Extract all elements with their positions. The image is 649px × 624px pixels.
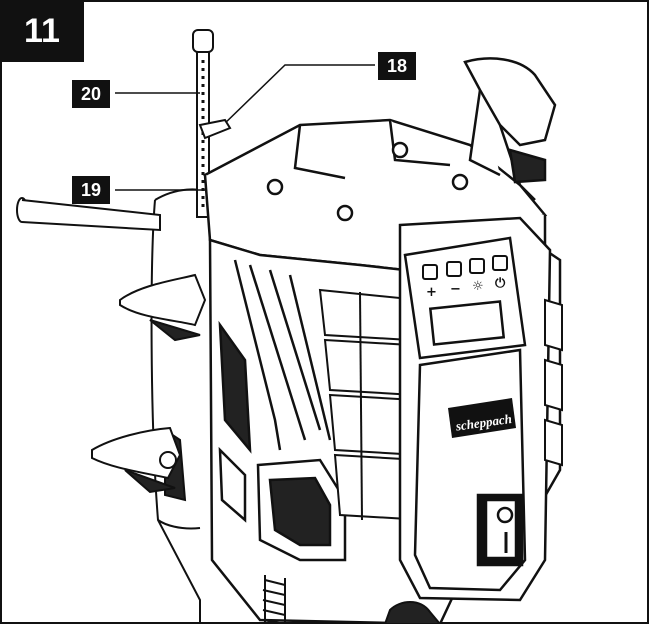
handle	[463, 57, 557, 201]
brand-badge: scheppach	[448, 398, 516, 438]
power-switch	[476, 493, 524, 567]
panel-button-symbols: + − ☼ ⏻	[426, 276, 506, 300]
right-fins	[544, 298, 563, 467]
callout-20: 20	[72, 80, 110, 108]
light-icon: ☼	[472, 279, 484, 294]
panel-buttons	[422, 255, 508, 280]
callout-18: 18	[378, 52, 416, 80]
spindle-spring	[262, 575, 442, 624]
callout-19: 19	[72, 176, 110, 204]
power-icon: ⏻	[495, 276, 506, 291]
clamp-lever-upper	[119, 273, 207, 342]
locking-pin	[16, 197, 161, 232]
leader-lines	[115, 64, 375, 191]
figure-number-badge: 11	[0, 0, 84, 62]
side-segments	[318, 288, 427, 522]
leader-18	[219, 64, 375, 129]
minus-icon: −	[450, 282, 461, 297]
stand-column	[150, 188, 216, 624]
clamp-lever-lower	[91, 426, 182, 494]
plus-icon: +	[426, 285, 437, 300]
